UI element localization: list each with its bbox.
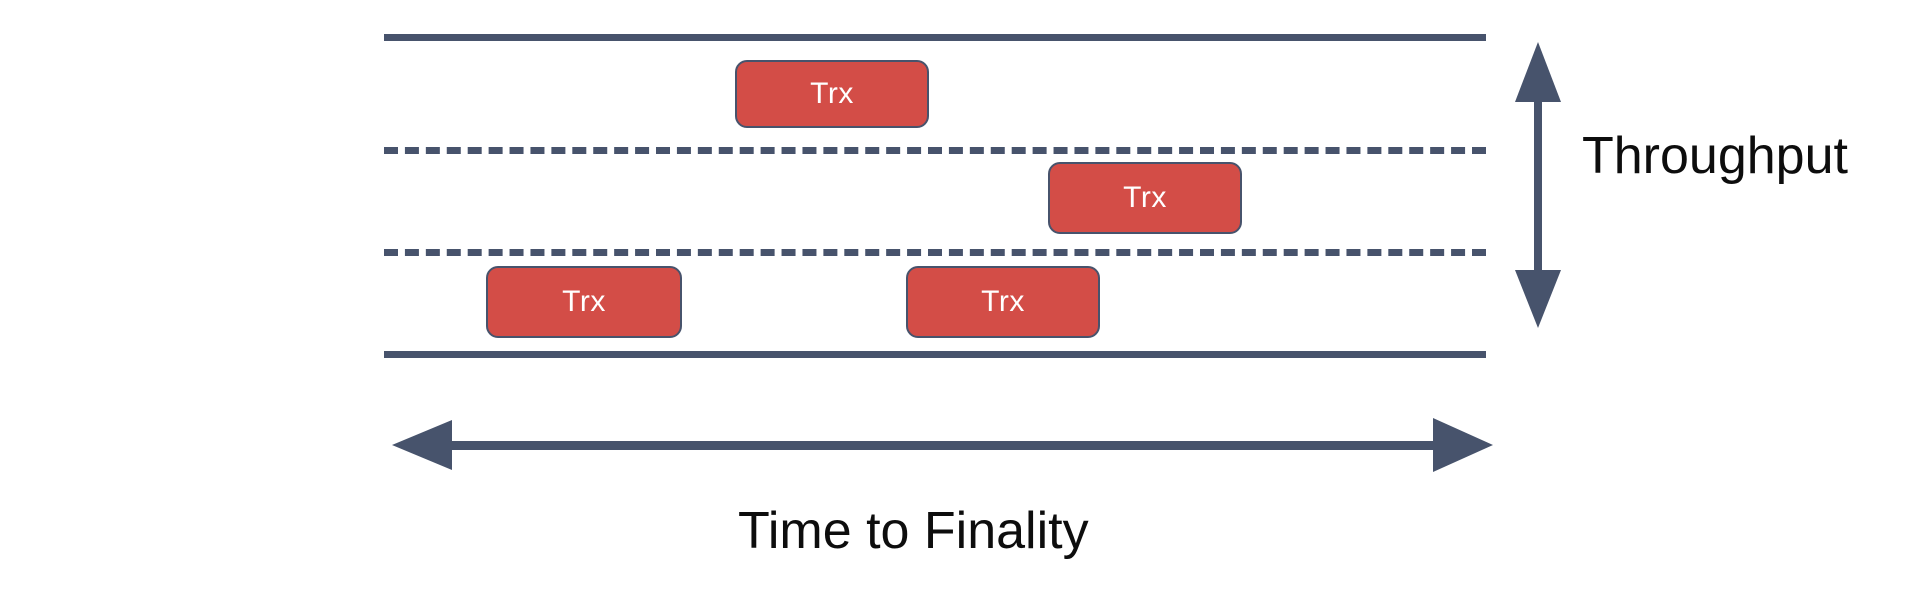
transaction-block[interactable]: Trx xyxy=(486,266,682,338)
throughput-axis-label: Throughput xyxy=(1582,127,1848,185)
lane-divider-1 xyxy=(384,147,1486,154)
time-to-finality-arrow-icon xyxy=(392,418,1493,472)
lane-divider-2 xyxy=(384,249,1486,256)
throughput-arrow-icon xyxy=(1515,42,1561,328)
transaction-block[interactable]: Trx xyxy=(906,266,1100,338)
transaction-block[interactable]: Trx xyxy=(1048,162,1242,234)
top-boundary-line xyxy=(384,34,1486,41)
bottom-boundary-line xyxy=(384,351,1486,358)
transaction-block[interactable]: Trx xyxy=(735,60,929,128)
time-to-finality-axis-label: Time to Finality xyxy=(738,502,1089,560)
